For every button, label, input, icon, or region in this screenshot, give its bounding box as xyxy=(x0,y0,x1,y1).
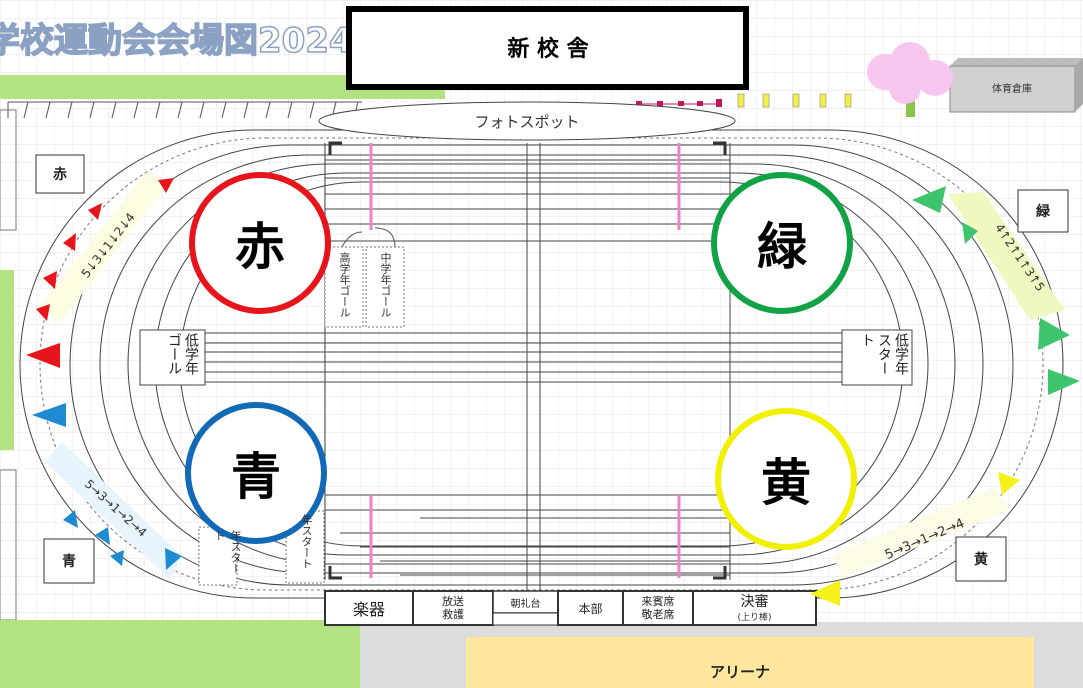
lower-grade-goal-box xyxy=(139,329,206,386)
photo-spot-label: フォトスポット xyxy=(474,113,579,131)
goal-arrow-left xyxy=(341,231,363,248)
middle-grade-goal-label: 中学年ゴール xyxy=(379,252,392,318)
tent-broadcast-first-aid: 放送 救護 xyxy=(442,595,464,621)
upper-grade-goal-label: 高学年ゴール xyxy=(338,252,351,318)
tent-row xyxy=(324,590,817,626)
yellow-order-strip xyxy=(832,487,1010,577)
cherry-tree-icon xyxy=(867,42,953,117)
left-gate-top xyxy=(0,109,17,231)
bottom-lawn xyxy=(0,620,360,688)
yellow-team-tag xyxy=(955,536,1007,582)
new-school-building xyxy=(346,6,749,90)
blue-team-name: 青 xyxy=(231,448,281,506)
goal-arrow-right xyxy=(374,227,396,248)
upper-grade-goal-box xyxy=(324,246,364,328)
red-flags xyxy=(26,178,174,368)
upper-grade-start-label: 年スタート xyxy=(213,530,242,574)
yellow-team-tag-label: 黄 xyxy=(974,552,988,568)
red-team-circle xyxy=(189,172,331,314)
yellow-team-circle xyxy=(715,408,857,550)
new-school-building-label: 新 校 舎 xyxy=(507,36,589,62)
middle-grade-start-label: 年スタート xyxy=(300,514,313,569)
storage-shed xyxy=(949,58,1083,113)
blue-team-circle xyxy=(185,402,327,544)
running-track xyxy=(19,129,1064,599)
red-team-name: 赤 xyxy=(235,218,285,276)
green-team-tag xyxy=(1017,189,1069,233)
left-lawn xyxy=(0,270,14,450)
green-team-circle xyxy=(711,172,853,314)
tent-guest-seats: 来賓席 敬老席 xyxy=(641,595,675,621)
arena-label: アリーナ xyxy=(710,663,770,681)
field-corners xyxy=(328,141,727,580)
tent-judges-sub: (上り棒) xyxy=(737,613,772,623)
yellow-flags xyxy=(810,472,1020,606)
green-order-strip xyxy=(948,192,1065,320)
tent-headquarters: 本部 xyxy=(578,601,603,616)
green-team-name: 緑 xyxy=(757,218,807,276)
pink-lane-markers xyxy=(369,143,681,578)
post-markers xyxy=(636,93,852,108)
arena-building xyxy=(466,637,1034,688)
red-team-tag-label: 赤 xyxy=(53,167,67,183)
green-flags xyxy=(912,186,1080,395)
tent-judges: 決審 xyxy=(740,594,769,610)
lower-grade-start-box xyxy=(841,329,913,386)
blue-order-strip xyxy=(45,442,182,580)
storage-label: 体育倉庫 xyxy=(992,82,1032,95)
yellow-team-name: 黄 xyxy=(761,454,811,512)
blue-flags xyxy=(32,403,182,570)
blue-team-tag xyxy=(43,538,95,584)
tent-podium: 朝礼台 xyxy=(510,598,541,610)
lower-grade-start-label: 低学年スタート xyxy=(859,333,909,375)
green-team-tag-label: 緑 xyxy=(1036,204,1050,220)
lower-grade-goal-label: 低学年ゴール xyxy=(166,333,199,375)
tent-instruments: 楽器 xyxy=(352,600,385,619)
red-team-tag xyxy=(35,154,85,194)
blue-team-tag-label: 青 xyxy=(62,554,76,570)
red-order-strip xyxy=(40,171,168,322)
map-title: 学校運動会会場図2024 xyxy=(0,21,353,61)
middle-grade-goal-box xyxy=(365,246,405,328)
photo-spot xyxy=(318,101,736,141)
